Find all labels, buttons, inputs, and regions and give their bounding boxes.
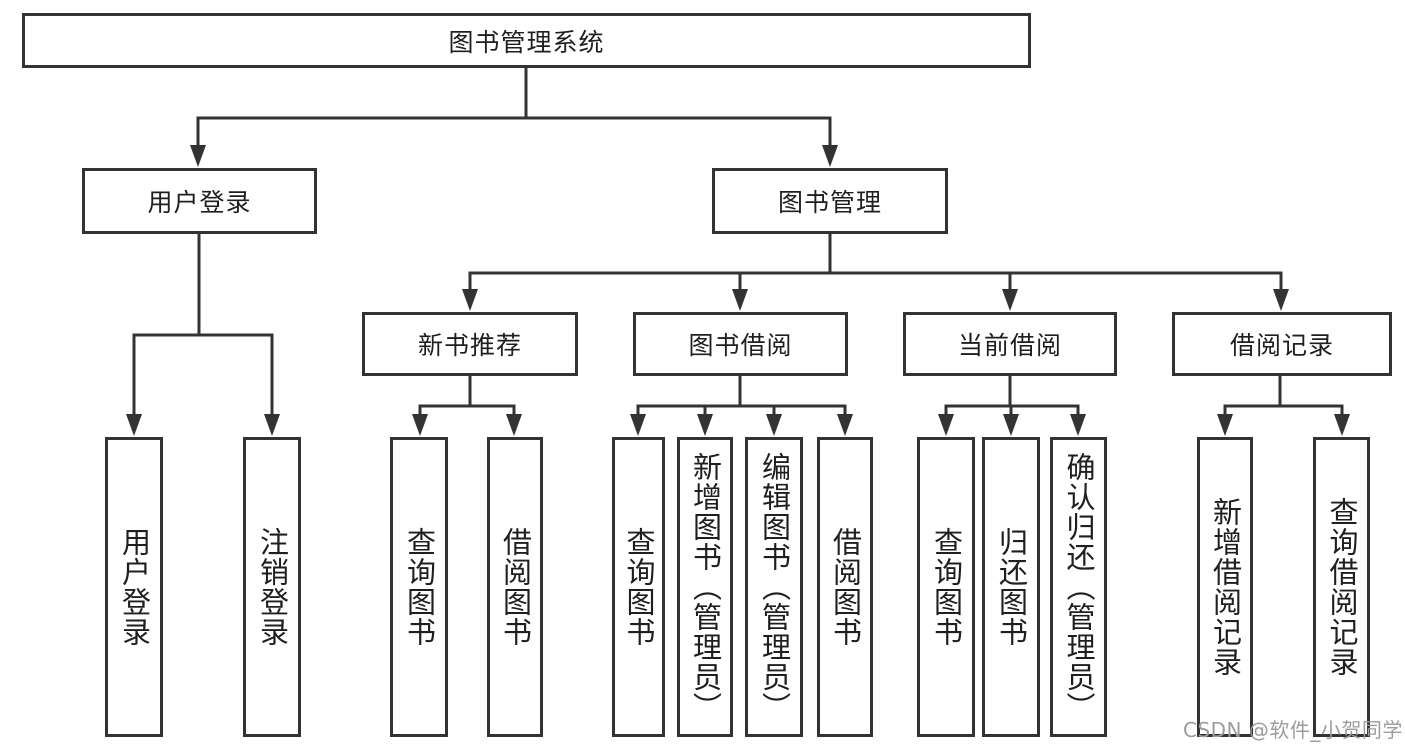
node-user-login: 用户登录 — [82, 168, 317, 234]
node-leaf-nbr-borrow-book: 借阅图书 — [487, 437, 543, 737]
node-leaf-br-query-record: 查询借阅记录 — [1313, 437, 1370, 737]
node-leaf-cb-return-book: 归还图书 — [982, 437, 1040, 737]
node-root: 图书管理系统 — [22, 13, 1031, 68]
node-book-borrow: 图书借阅 — [633, 312, 848, 376]
csdn-watermark: CSDN @软件_小贺同学 — [1183, 718, 1403, 742]
node-leaf-br-add-record: 新增借阅记录 — [1197, 437, 1253, 737]
node-leaf-nbr-query-book: 查询图书 — [390, 437, 448, 737]
node-leaf-cb-query-book: 查询图书 — [917, 437, 975, 737]
node-leaf-bb-borrow-book: 借阅图书 — [817, 437, 873, 737]
node-leaf-user-login: 用户登录 — [105, 437, 163, 737]
connector-user-login-children — [126, 232, 280, 436]
node-new-book-rec: 新书推荐 — [362, 312, 578, 376]
node-book-mgmt: 图书管理 — [712, 168, 948, 234]
connector-new-book-rec-children — [412, 374, 522, 436]
connector-root-to-level2 — [190, 66, 838, 167]
connector-book-mgmt-children — [462, 232, 1289, 311]
node-leaf-bb-edit-book: 编辑图书（管理员） — [745, 437, 803, 737]
connector-book-borrow-children — [630, 374, 853, 436]
connector-borrow-record-children — [1217, 374, 1350, 436]
node-leaf-bb-add-book: 新增图书（管理员） — [677, 437, 733, 737]
node-borrow-record: 借阅记录 — [1172, 312, 1392, 376]
node-leaf-logout: 注销登录 — [243, 437, 301, 737]
node-current-borrow: 当前借阅 — [903, 312, 1117, 376]
node-leaf-bb-query-book: 查询图书 — [612, 437, 665, 737]
node-leaf-cb-confirm-return: 确认归还（管理员） — [1050, 437, 1107, 737]
connector-current-borrow-children — [938, 374, 1086, 436]
